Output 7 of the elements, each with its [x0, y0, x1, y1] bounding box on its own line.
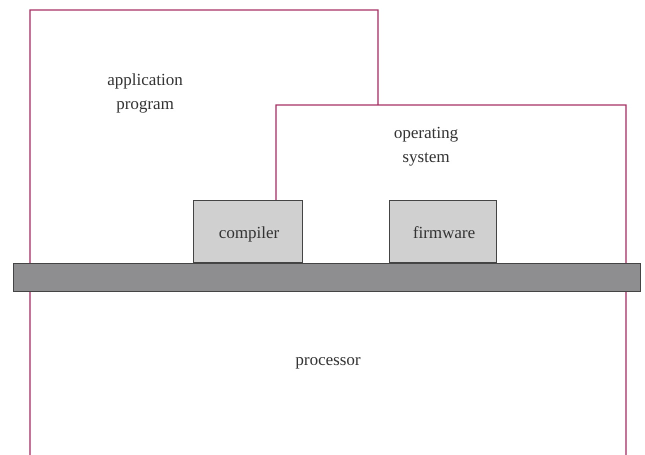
layer-label: compiler [218, 222, 280, 244]
processor-bar [13, 263, 641, 292]
layer-label: processor [294, 349, 362, 371]
layer-label: operating system [392, 122, 460, 168]
layer-label: firmware [412, 222, 476, 244]
layer-label: application program [106, 69, 184, 115]
firmware-box [389, 200, 497, 263]
